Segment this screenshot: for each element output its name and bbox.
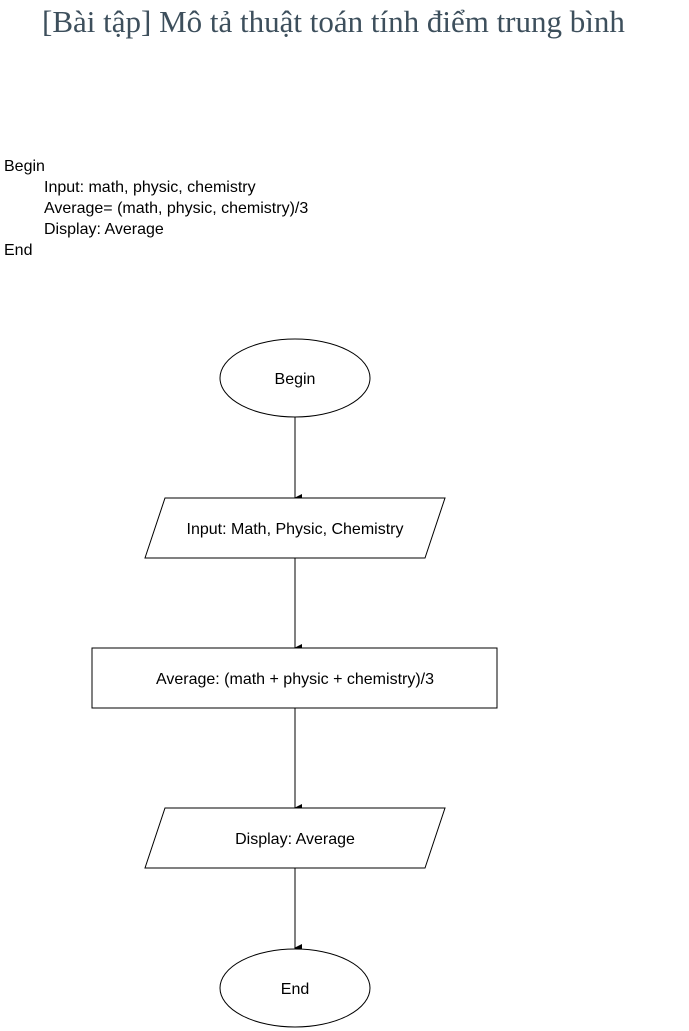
pseudocode-step-average: Average= (math, physic, chemistry)/3 — [44, 200, 309, 217]
flowchart-begin-node: Begin — [219, 338, 371, 418]
flowchart-begin-label: Begin — [275, 371, 316, 388]
flowchart-output-label: Display: Average — [235, 831, 355, 848]
flowchart-process-node: Average: (math + physic + chemistry)/3 — [91, 647, 498, 709]
pseudocode-end: End — [4, 242, 33, 259]
flowchart-input-label: Input: Math, Physic, Chemistry — [187, 521, 404, 538]
pseudocode-step-display: Display: Average — [44, 221, 164, 238]
pseudocode-block: Begin Input: math, physic, chemistry Ave… — [4, 156, 308, 261]
flowchart-process-label: Average: (math + physic + chemistry)/3 — [156, 671, 434, 688]
flowchart-end-node: End — [219, 948, 371, 1028]
page-title: [Bài tập] Mô tả thuật toán tính điểm tru… — [42, 4, 625, 39]
flowchart-output-node: Display: Average — [144, 807, 446, 869]
pseudocode-begin: Begin — [4, 158, 45, 175]
flowchart-end-label: End — [281, 981, 309, 998]
flowchart-input-node: Input: Math, Physic, Chemistry — [144, 497, 446, 652]
pseudocode-step-input: Input: math, physic, chemistry — [44, 179, 256, 196]
